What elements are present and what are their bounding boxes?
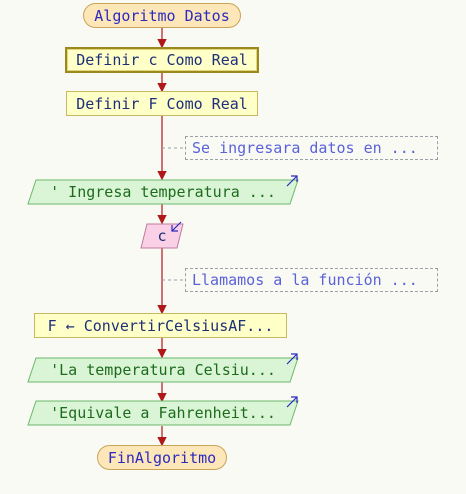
output-shape[interactable] bbox=[27, 400, 299, 426]
output-text: 'La temperatura Celsiu... bbox=[50, 361, 276, 379]
input-arrow-icon bbox=[171, 221, 182, 232]
end-terminal[interactable]: FinAlgoritmo bbox=[97, 445, 227, 470]
output-arrow-icon bbox=[286, 175, 298, 187]
comment-box[interactable]: Llamamos a la función ... bbox=[185, 268, 438, 292]
define-c-process[interactable]: Definir c Como Real bbox=[65, 47, 259, 73]
output-arrow-icon bbox=[286, 353, 298, 365]
input-text: c bbox=[157, 227, 167, 245]
output-arrow-icon bbox=[286, 396, 298, 408]
start-terminal[interactable]: Algoritmo Datos bbox=[83, 3, 241, 28]
output-shape[interactable] bbox=[27, 357, 299, 383]
output-text: 'Equivale a Fahrenheit... bbox=[50, 404, 276, 422]
comment-box[interactable]: Se ingresara datos en ... bbox=[185, 136, 438, 160]
define-f-process[interactable]: Definir F Como Real bbox=[66, 91, 258, 116]
output-text: ' Ingresa temperatura ... bbox=[50, 183, 276, 201]
output-shape[interactable] bbox=[27, 179, 299, 205]
assign-process[interactable]: F ← ConvertirCelsiusAF... bbox=[34, 313, 287, 338]
